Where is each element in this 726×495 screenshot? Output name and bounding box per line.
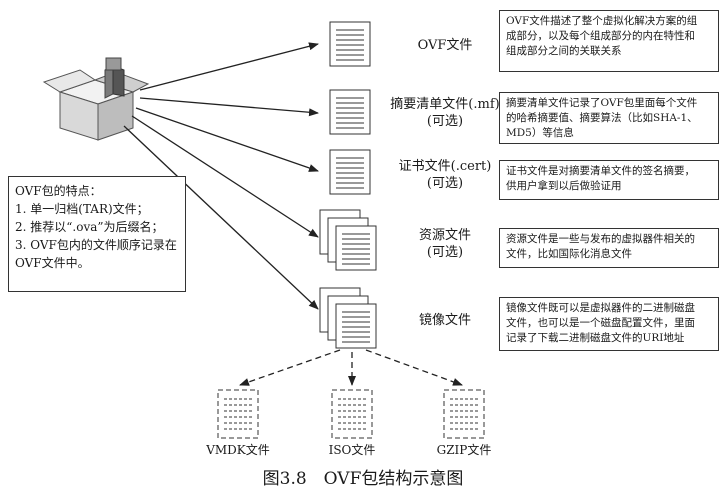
- features-title: OVF包的特点：: [15, 184, 102, 198]
- feature-item: 1. 单一归档(TAR)文件；: [15, 202, 149, 216]
- manifest-file-label: 摘要清单文件(.mf) (可选): [390, 97, 500, 129]
- resource-file-note: 资源文件是一些与发布的虚拟器件相关的文件，比如国际化消息文件: [499, 228, 719, 268]
- feature-item: 3. OVF包内的文件顺序记录在: [15, 238, 177, 252]
- gzip-file-icon: [443, 389, 485, 439]
- ovf-file-label: OVF文件: [417, 38, 473, 53]
- vmdk-label: VMDK文件: [206, 443, 270, 457]
- iso-label: ISO文件: [328, 443, 376, 457]
- feature-item: 2. 推荐以“.ova”为后缀名；: [15, 220, 164, 234]
- ovf-file-icon: [329, 21, 371, 67]
- certificate-file-icon: [329, 149, 371, 195]
- gzip-label: GZIP文件: [436, 443, 492, 457]
- iso-file-icon: [331, 389, 373, 439]
- ovf-file-note: OVF文件描述了整个虚拟化解决方案的组成部分，以及每个组成部分的内在特性和组成部…: [499, 10, 719, 72]
- ovf-package-icon: [42, 57, 150, 141]
- vmdk-file-icon: [217, 389, 259, 439]
- resource-file-label: 资源文件 (可选): [418, 228, 471, 260]
- image-format-arrows: [239, 349, 463, 386]
- image-file-note: 镜像文件既可以是虚拟器件的二进制磁盘文件，也可以是一个磁盘配置文件，里面记录了下…: [499, 297, 719, 351]
- certificate-file-note: 证书文件是对摘要清单文件的签名摘要，供用户拿到以后做验证用: [499, 160, 719, 200]
- manifest-file-note: 摘要清单文件记录了OVF包里面每个文件的哈希摘要值、摘要算法（比如SHA-1、M…: [499, 92, 719, 144]
- package-arrows: [123, 42, 319, 310]
- certificate-file-label: 证书文件(.cert) (可选): [398, 159, 492, 191]
- feature-item: OVF文件中。: [15, 256, 90, 270]
- figure-caption: 图3.8 OVF包结构示意图: [262, 469, 464, 489]
- resource-files-icon: [319, 209, 377, 271]
- ovf-features-box: OVF包的特点： 1. 单一归档(TAR)文件； 2. 推荐以“.ova”为后缀…: [8, 176, 186, 292]
- image-files-icon: [319, 287, 377, 349]
- image-file-label: 镜像文件: [418, 313, 471, 328]
- manifest-file-icon: [329, 89, 371, 135]
